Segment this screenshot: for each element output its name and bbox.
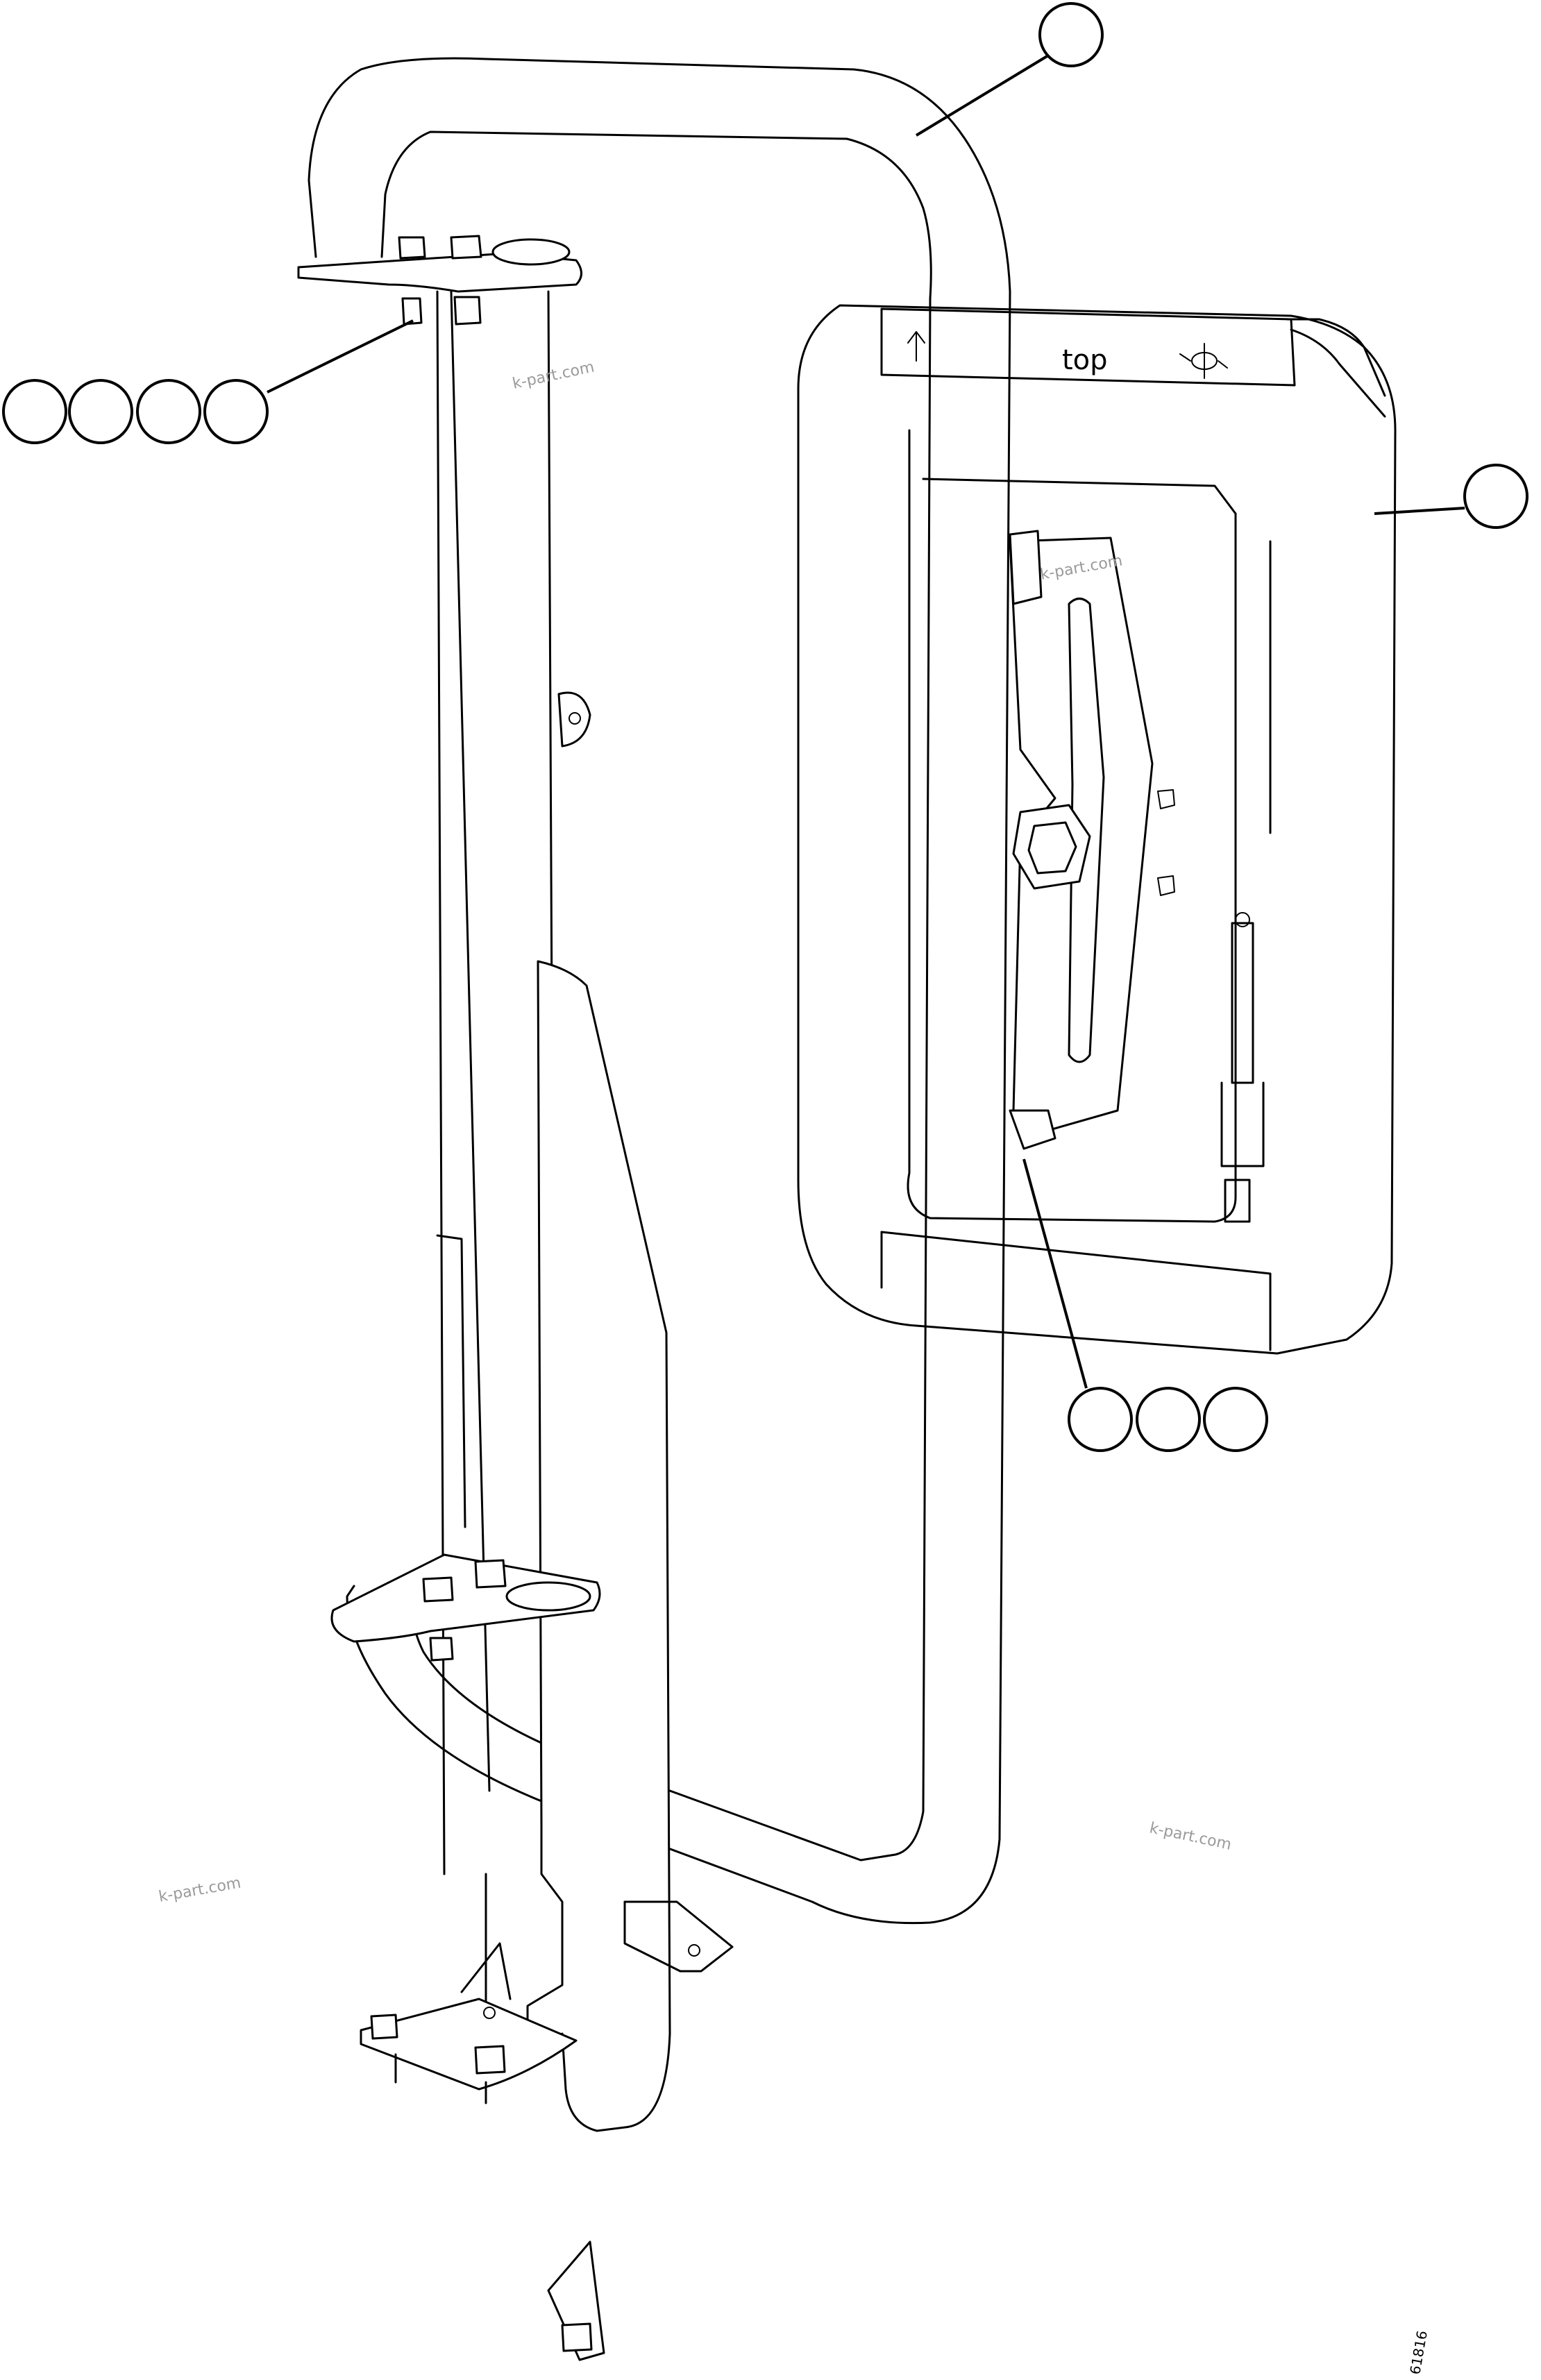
watermark: k-part.com [511,359,596,393]
top-clamp-bracket [297,235,582,326]
callout-circle [68,379,133,444]
callout-circle [2,379,67,444]
watermark: k-part.com [1148,1819,1233,1853]
base-clamp-plate [360,1942,578,2104]
wing-knob-icon [1179,343,1228,379]
bottom-gusset [547,2240,605,2361]
tube-guard [308,57,1011,1925]
lower-clamp-bracket [330,1553,601,1662]
vertical-plate [436,960,734,2132]
mirror-mounting-bracket [1009,530,1265,1223]
callout-circle [1203,1387,1268,1452]
callout-circle [1136,1387,1201,1452]
callout-circle [1068,1387,1133,1452]
mirror-bracket-fastener-callouts [1022,1158,1268,1452]
top-bracket-fastener-callouts [2,319,414,444]
mirror-arm-callout [915,2,1104,137]
mirror-top-label: top [1062,344,1108,376]
callout-circle [136,379,201,444]
callout-circle [203,379,269,444]
watermark: k-part.com [158,1874,242,1905]
figure-number: 61816 [1406,2329,1431,2376]
mirror-head-callout [1374,464,1529,529]
